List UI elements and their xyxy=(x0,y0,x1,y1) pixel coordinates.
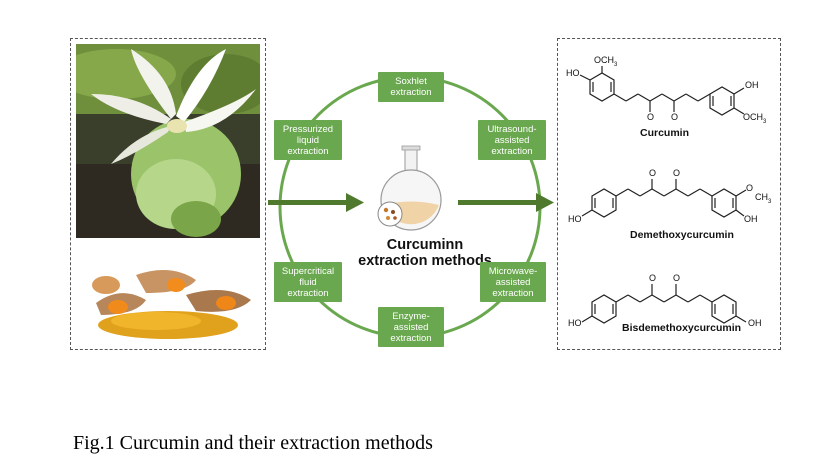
bis-o-right: O xyxy=(673,273,681,283)
method-microwave: Microwave- assisted extraction xyxy=(480,262,546,302)
demethoxy-ho: HO xyxy=(568,214,582,224)
figure-caption: Fig.1 Curcumin and their extraction meth… xyxy=(73,432,433,454)
turmeric-roots-photo xyxy=(76,245,260,341)
curcumin-oh: OH xyxy=(745,80,759,90)
curcumin-o-right: O xyxy=(671,112,679,122)
method-pressurized: Pressurized liquid extraction xyxy=(274,120,342,160)
curcumin-name: Curcumin xyxy=(640,127,690,139)
left-arrow xyxy=(268,193,364,212)
plant-photo-panel xyxy=(70,38,266,350)
bisdemethoxycurcumin-structure xyxy=(581,284,747,324)
bis-oh: OH xyxy=(748,318,762,328)
curcumin-o-left: O xyxy=(647,112,655,122)
curcumin-ho: HO xyxy=(566,68,580,78)
demethoxy-o-left: O xyxy=(649,168,657,178)
structures-panel xyxy=(557,38,781,350)
demethoxy-oh: OH xyxy=(744,214,758,224)
demethoxy-o-right: O xyxy=(673,168,681,178)
flask-icon xyxy=(377,145,442,231)
center-title: Curcuminn extraction methods xyxy=(358,237,492,269)
demethoxy-ch3: CH3 xyxy=(755,192,772,205)
bis-o-left: O xyxy=(649,273,657,283)
demethoxy-o-methoxy: O xyxy=(746,183,754,193)
method-soxhlet: Soxhlet extraction xyxy=(378,72,444,102)
bis-ho: HO xyxy=(568,318,582,328)
demethoxycurcumin-name: Demethoxycurcumin xyxy=(630,229,734,241)
method-supercritical: Supercritical fluid extraction xyxy=(274,262,342,302)
method-ultrasound: Ultrasound- assisted extraction xyxy=(478,120,546,160)
curcumin-och3-right: OCH3 xyxy=(743,112,767,125)
demethoxycurcumin-structure xyxy=(581,179,747,218)
curcumin-och3-top: OCH3 xyxy=(594,55,618,68)
method-enzyme: Enzyme- assisted extraction xyxy=(378,307,444,347)
right-arrow xyxy=(458,193,554,212)
turmeric-flower-photo xyxy=(76,44,260,238)
curcumin-structure xyxy=(579,66,745,116)
bisdemethoxycurcumin-name: Bisdemethoxycurcumin xyxy=(622,322,742,334)
